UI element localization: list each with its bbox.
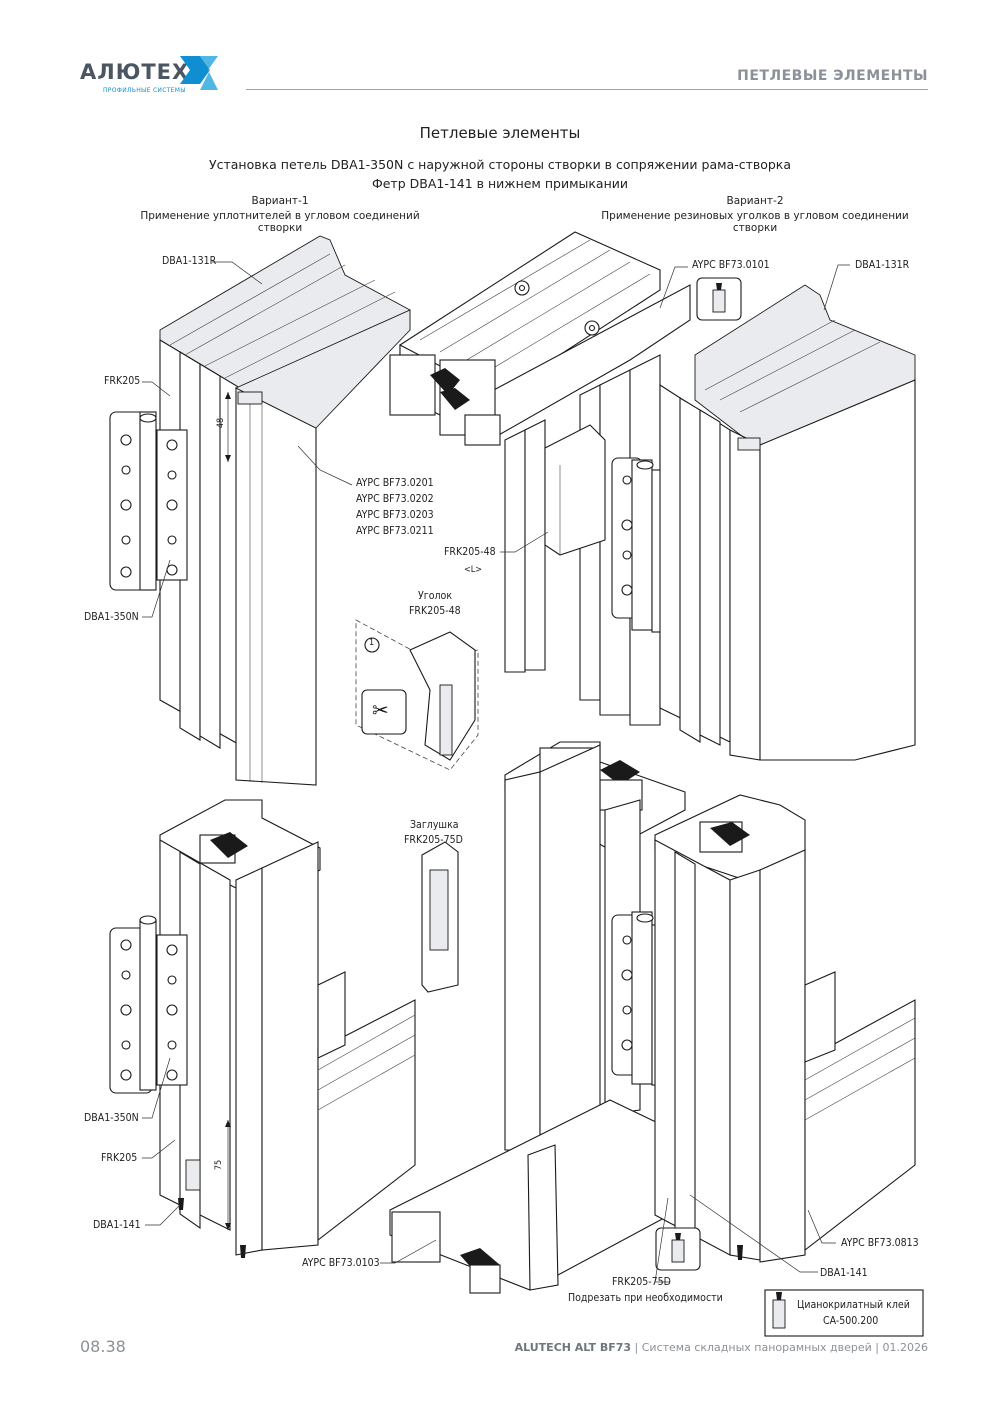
label-dba1-141-right: DBA1-141: [820, 1267, 868, 1279]
label-aypc-0201: AYPC BF73.0201: [356, 477, 434, 489]
label-zaglushka-code: FRK205-75D: [404, 834, 463, 846]
bottom-right-assembly: [654, 794, 916, 1263]
label-dba1-131r-right: DBA1-131R: [855, 259, 910, 271]
variant-2-description: Применение резиновых уголков в угловом с…: [601, 210, 909, 234]
label-frk205-75d: FRK205-75D: [612, 1276, 671, 1288]
top-right-assembly: [659, 284, 916, 761]
bottom-left-assembly: [109, 799, 416, 1258]
glue-legend-box: [764, 1289, 924, 1337]
label-aypc-0203: AYPC BF73.0203: [356, 509, 434, 521]
label-aypc-0202: AYPC BF73.0202: [356, 493, 434, 505]
leader-lines: [142, 261, 850, 1283]
step-number-1: 1: [369, 638, 375, 648]
header-divider: [246, 89, 928, 90]
label-zaglushka-title: Заглушка: [410, 819, 459, 831]
label-dba1-350n-top: DBA1-350N: [84, 611, 139, 623]
scissors-icon: ✂: [372, 698, 389, 722]
footer-description: | Система складных панорамных дверей | 0…: [634, 1341, 928, 1354]
footer-info: ALUTECH ALT BF73 | Система складных пано…: [515, 1341, 928, 1354]
label-aypc-0103: AYPC BF73.0103: [302, 1257, 380, 1269]
page-title: Петлевые элементы: [419, 124, 581, 142]
label-dim-75: 75: [214, 1159, 225, 1171]
end-cap-detail: [421, 841, 459, 993]
label-dba1-350n-bottom: DBA1-350N: [84, 1112, 139, 1124]
label-frk205-48-length: <L>: [464, 565, 483, 575]
glue-bottle-icon-bottom: [655, 1227, 701, 1271]
variant-1-description: Применение уплотнителей в угловом соедин…: [140, 210, 420, 234]
page-number: 08.38: [80, 1337, 126, 1356]
label-frk205-48: FRK205-48: [444, 546, 496, 558]
top-left-assembly: [109, 235, 411, 786]
label-frk205-top: FRK205: [104, 375, 141, 387]
label-aypc-0101: AYPC BF73.0101: [692, 259, 770, 271]
label-aypc-0211: AYPC BF73.0211: [356, 525, 434, 537]
logo-subtitle: ПРОФИЛЬНЫЕ СИСТЕМЫ: [103, 87, 186, 94]
section-title: ПЕТЛЕВЫЕ ЭЛЕМЕНТЫ: [737, 68, 928, 84]
label-dba1-131r-left: DBA1-131R: [162, 255, 217, 267]
label-dim-48: 48: [216, 417, 227, 429]
variant-1-title: Вариант-1: [251, 195, 309, 207]
top-center-assembly: [389, 231, 691, 726]
variant-2-title: Вариант-2: [726, 195, 784, 207]
logo-text: АЛЮТЕХ: [80, 60, 190, 84]
label-ugolok-title: Уголок: [418, 590, 453, 602]
corner-detail: [355, 619, 479, 771]
label-trim-note: Подрезать при необходимости: [568, 1292, 723, 1304]
glue-bottle-icon-top: [696, 277, 742, 321]
label-dba1-141-left: DBA1-141: [93, 1219, 141, 1231]
page-subtitle-1: Установка петель DBA1-350N с наружной ст…: [208, 157, 792, 172]
label-ugolok-code: FRK205-48: [409, 605, 461, 617]
label-aypc-0813: AYPC BF73.0813: [841, 1237, 919, 1249]
label-frk205-bottom: FRK205: [101, 1152, 138, 1164]
page-subtitle-2: Фетр DBA1-141 в нижнем примыкании: [371, 176, 628, 191]
glue-legend-line1: Цианокрилатный клей: [797, 1299, 910, 1311]
footer-brand: ALUTECH ALT BF73: [514, 1341, 632, 1354]
glue-legend-line2: CA-500.200: [823, 1315, 879, 1327]
